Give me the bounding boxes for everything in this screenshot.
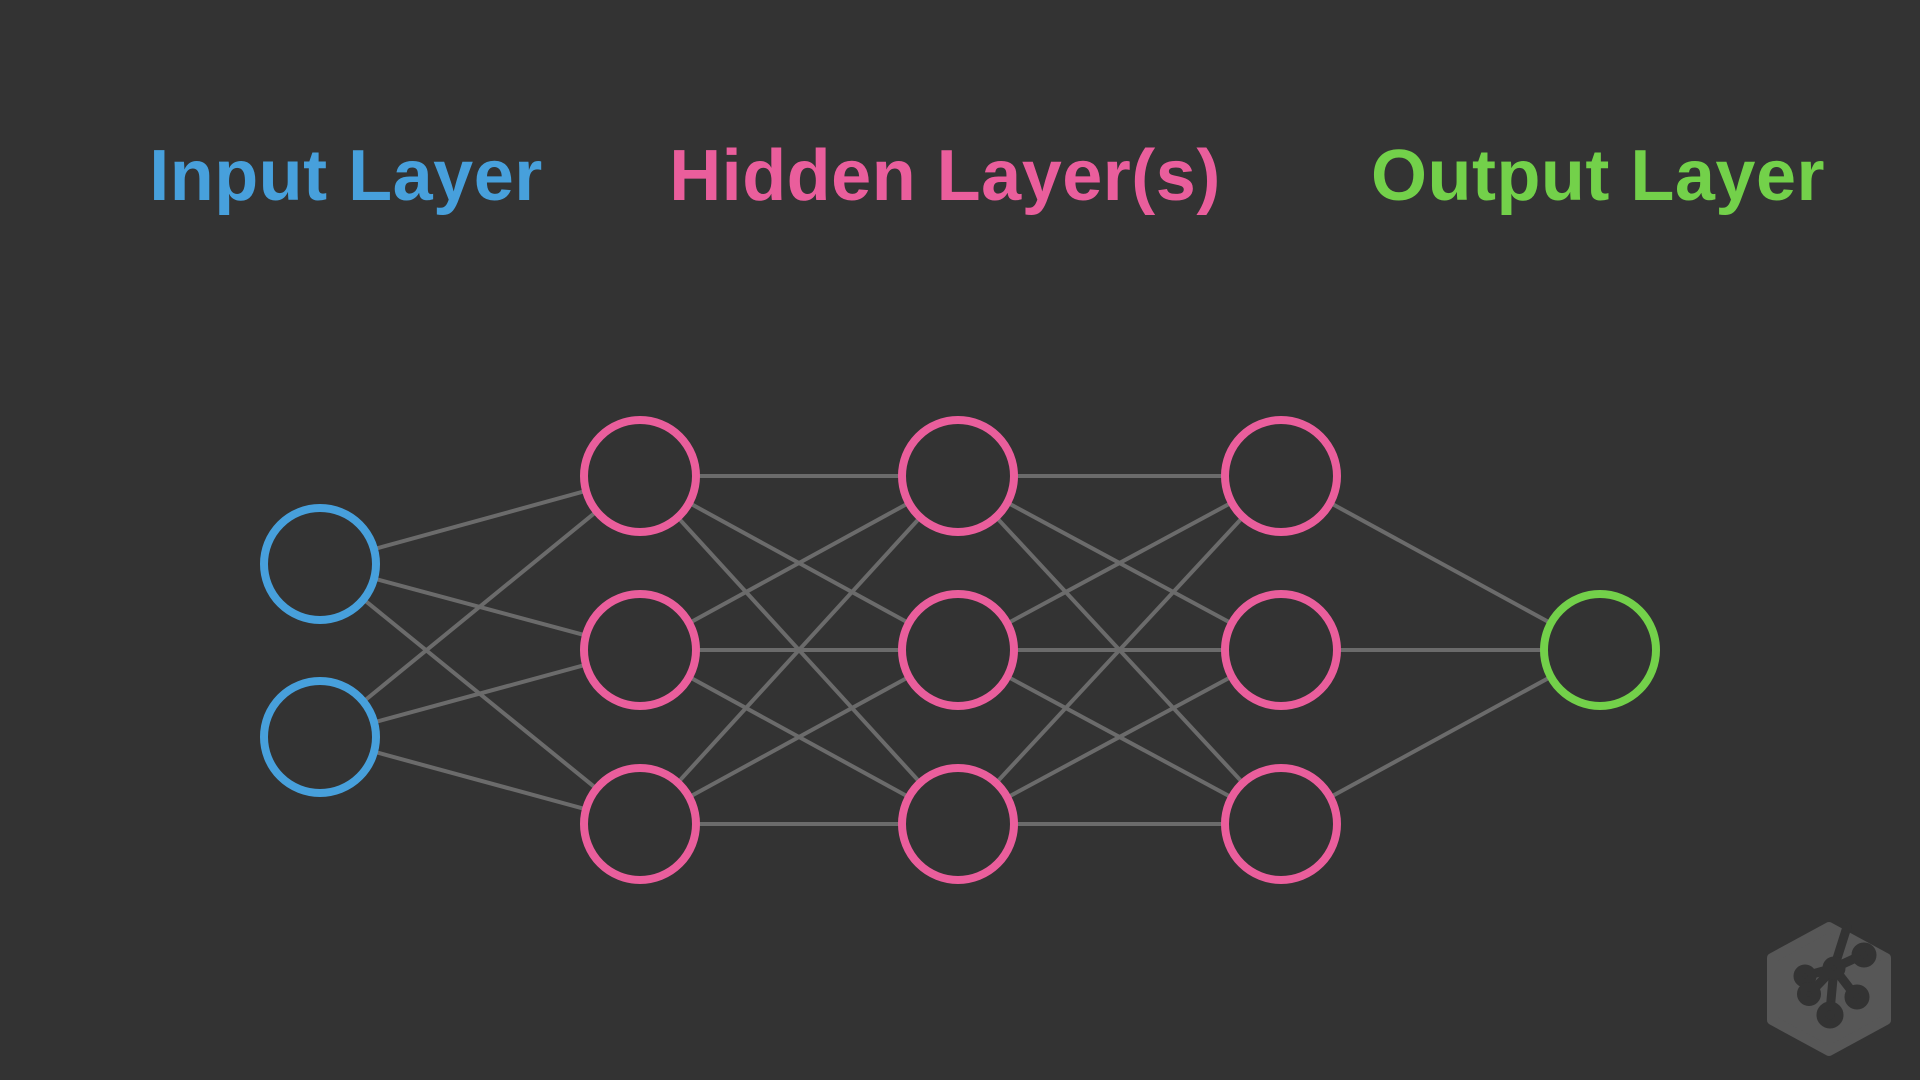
- node-hidden-3-1: [1221, 416, 1341, 536]
- hidden-layer-label: Hidden Layer(s): [669, 136, 1221, 216]
- input-layer-label: Input Layer: [149, 136, 543, 216]
- edge-hidden-2-3-to-hidden-3-2: [957, 648, 1282, 826]
- edge-hidden-3-3-to-output-1: [1280, 648, 1601, 826]
- node-hidden-2-3: [898, 764, 1018, 884]
- edge-hidden-1-3-to-hidden-2-2: [639, 648, 959, 826]
- treehouse-logo: [1767, 922, 1891, 1056]
- edge-hidden-1-3-to-hidden-2-1: [638, 474, 960, 826]
- edge-hidden-2-2-to-hidden-3-1: [957, 474, 1282, 652]
- edge-input-2-to-hidden-1-1: [318, 474, 642, 739]
- edge-hidden-3-1-to-output-1: [1280, 474, 1601, 652]
- node-hidden-1-1: [580, 416, 700, 536]
- output-layer-label: Output Layer: [1370, 136, 1826, 216]
- node-hidden-1-2: [580, 590, 700, 710]
- node-input-1: [260, 504, 380, 624]
- edge-hidden-2-3-to-hidden-3-1: [956, 474, 1283, 826]
- logo-frog-foot-cutout: [1793, 922, 1877, 1029]
- node-output-1: [1540, 590, 1660, 710]
- edge-hidden-1-2-to-hidden-2-1: [639, 474, 959, 652]
- node-hidden-3-3: [1221, 764, 1341, 884]
- node-hidden-2-1: [898, 416, 1018, 536]
- node-hidden-3-2: [1221, 590, 1341, 710]
- node-input-2: [260, 677, 380, 797]
- node-hidden-2-2: [898, 590, 1018, 710]
- node-hidden-1-3: [580, 764, 700, 884]
